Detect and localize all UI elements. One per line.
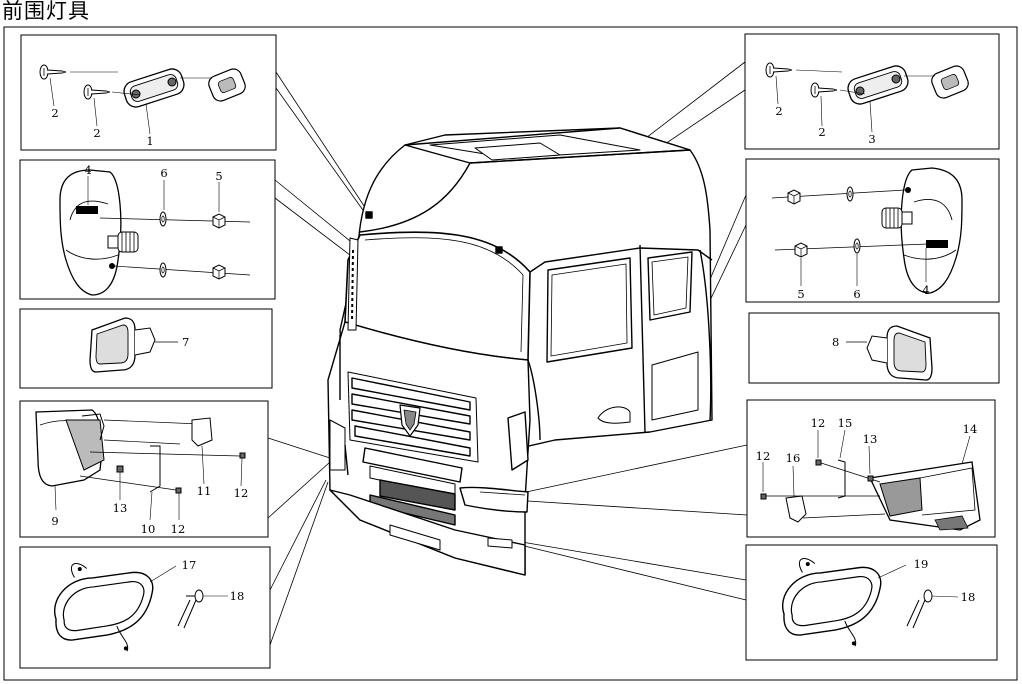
- callout-1: 1: [146, 134, 153, 148]
- callout-12: 12: [811, 416, 826, 430]
- box-drl-left: [19, 546, 271, 669]
- callout-12: 12: [171, 522, 186, 536]
- side-lamp-7-parts: [89, 317, 178, 373]
- callout-5: 5: [797, 287, 804, 301]
- callout-13: 13: [113, 501, 128, 515]
- truck-cab: [327, 127, 713, 576]
- callout-17: 17: [182, 558, 197, 572]
- side-lamp-8-parts: [846, 325, 933, 381]
- box-marker-right: [744, 33, 1000, 150]
- box-lamp-8: [748, 312, 1000, 384]
- callout-2: 2: [775, 104, 782, 118]
- callout-18: 18: [230, 589, 245, 603]
- fog-lamp-right-parts: [760, 429, 981, 531]
- callout-13: 13: [863, 432, 878, 446]
- callout-3: 3: [868, 132, 875, 146]
- callout-labels: 2 2 1 4 6 5 7 9 13 10 12 11 12 17 18 2 2…: [51, 104, 977, 604]
- callout-5: 5: [215, 169, 222, 183]
- diagram-title: 前围灯具: [2, 0, 90, 23]
- callout-7: 7: [182, 335, 189, 349]
- callout-11: 11: [197, 484, 212, 498]
- callout-16: 16: [786, 451, 801, 465]
- callout-6: 6: [853, 287, 860, 301]
- headlamp-left-parts: [59, 169, 251, 296]
- fog-lamp-left-parts: [35, 409, 246, 521]
- callout-4: 4: [84, 163, 91, 177]
- marker-lamp-left-parts: [39, 64, 249, 135]
- callout-14: 14: [963, 422, 978, 436]
- callout-15: 15: [838, 416, 853, 430]
- box-marker-left: [20, 34, 277, 151]
- callout-boxes: [3, 26, 1018, 681]
- outer-frame: [3, 26, 1018, 681]
- callout-4: 4: [922, 283, 929, 297]
- callout-18: 18: [961, 590, 976, 604]
- callout-8: 8: [832, 335, 839, 349]
- box-foglamp-right: [746, 399, 996, 538]
- callout-12: 12: [234, 486, 249, 500]
- callout-2: 2: [818, 125, 825, 139]
- box-headlamp-right: [745, 158, 1000, 303]
- box-lamp-7: [19, 308, 273, 389]
- callout-10: 10: [141, 522, 156, 536]
- box-headlamp-left: [19, 159, 276, 300]
- callout-6: 6: [160, 166, 167, 180]
- callout-12: 12: [756, 449, 771, 463]
- marker-lamp-right-parts: [765, 62, 972, 133]
- callout-9: 9: [51, 514, 58, 528]
- callout-2: 2: [93, 126, 100, 140]
- box-drl-right: [745, 544, 998, 661]
- drl-right-parts: [777, 551, 959, 653]
- callout-19: 19: [914, 557, 929, 571]
- callout-2: 2: [51, 106, 58, 120]
- drl-left-parts: [49, 556, 228, 658]
- headlamp-right-parts: [771, 167, 963, 294]
- box-foglamp-left: [19, 400, 269, 538]
